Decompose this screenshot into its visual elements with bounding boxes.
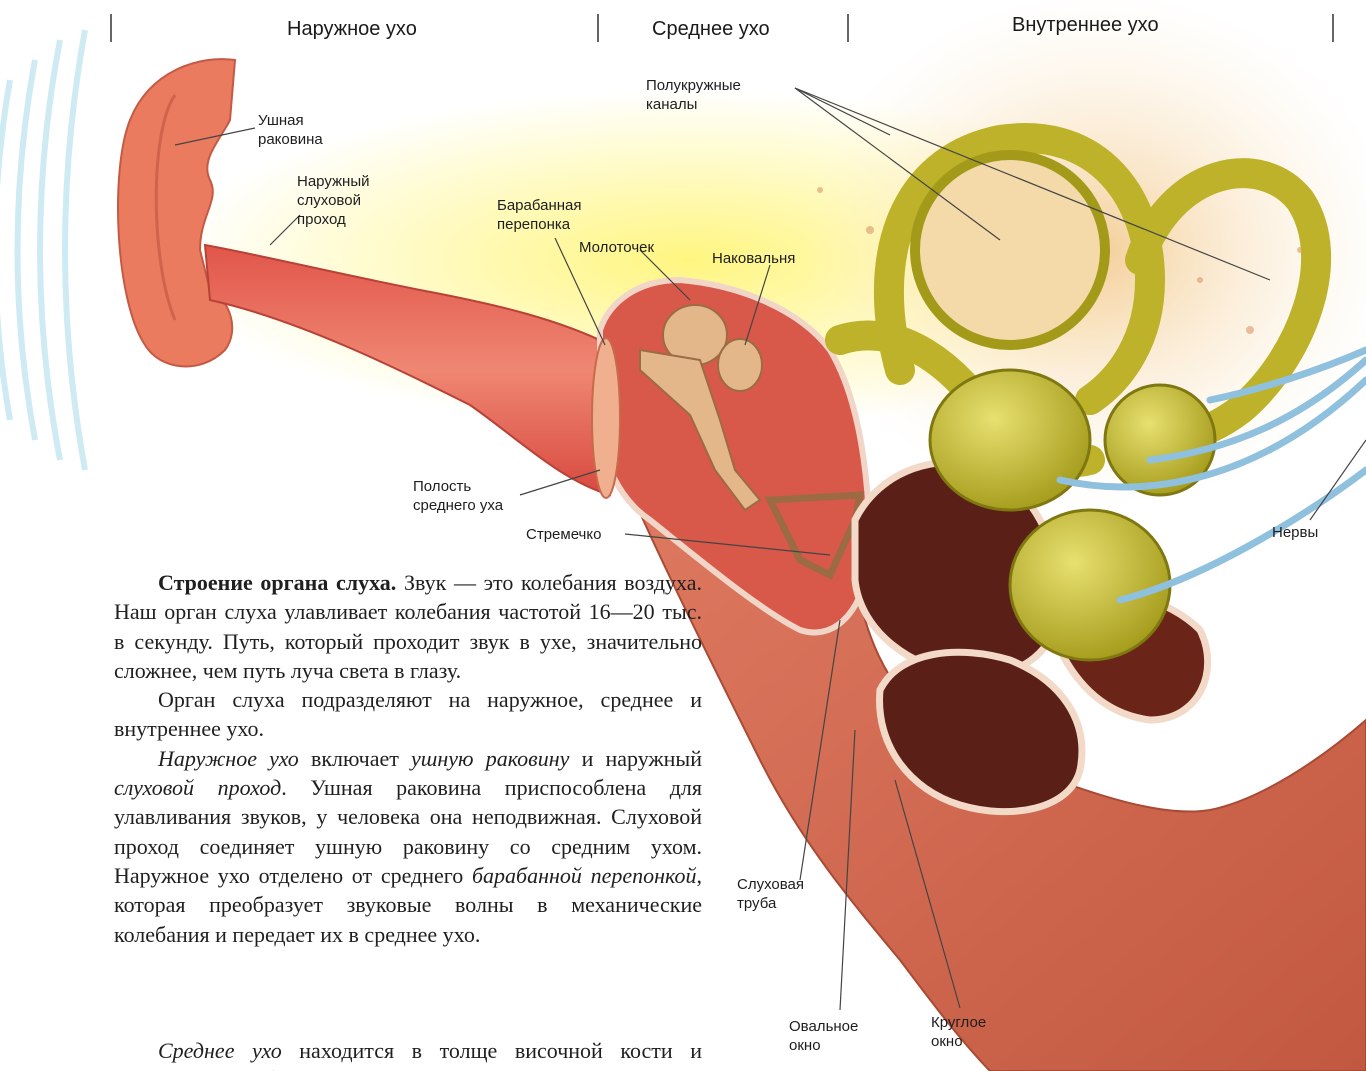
sound-waves <box>0 30 85 470</box>
term-outer-ear: Наружное ухо <box>158 746 299 771</box>
paragraph-3: Наружное ухо включает ушную раковину и н… <box>114 744 702 949</box>
label-malleus: Молоточек <box>579 238 654 257</box>
paragraph-4: Среднее ухо находится в толще височной к… <box>114 1036 702 1071</box>
term-middle-ear: Среднее ухо <box>158 1038 282 1063</box>
term-eardrum: барабанной перепонкой <box>472 863 697 888</box>
paragraph-2-body: Орган слуха подразделяют на наружное, ср… <box>114 687 702 741</box>
header-middle-ear: Среднее ухо <box>652 18 770 41</box>
eardrum-shape <box>592 338 620 498</box>
paragraph-1: Строение органа слуха. Звук — это колеба… <box>114 568 702 685</box>
body-text: Строение органа слуха. Звук — это колеба… <box>114 568 702 949</box>
header-outer-ear: Наружное ухо <box>287 18 417 41</box>
label-incus: Наковальня <box>712 249 795 268</box>
label-stapes: Стремечко <box>526 525 601 544</box>
term-auricle: ушную раковину <box>411 746 569 771</box>
text-fragment: включает <box>299 746 411 771</box>
paragraph-1-title: Строение органа слуха. <box>158 570 396 595</box>
term-ear-canal: слуховой проход <box>114 775 281 800</box>
text-fragment: и наружный <box>569 746 702 771</box>
paragraph-2: Орган слуха подразделяют на наружное, ср… <box>114 685 702 744</box>
label-nerves: Нервы <box>1272 523 1318 542</box>
paragraph-4-clip: Среднее ухо находится в толще височной к… <box>114 1036 702 1071</box>
header-inner-ear: Внутреннее ухо <box>1012 14 1159 37</box>
